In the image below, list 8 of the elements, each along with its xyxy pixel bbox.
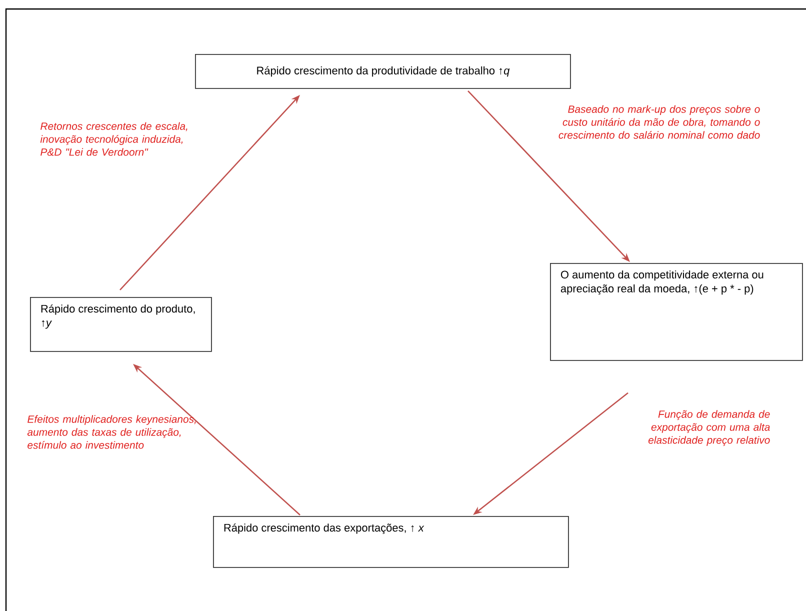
edge-label: Função de demanda de exportação com uma alta elasticidade preço relativo <box>648 410 770 446</box>
text-box: Rápido crescimento do produto, ↑y <box>30 296 212 352</box>
edge-label: Efeitos multiplicadores keynesianos, aumento das taxas de utilização, estímulo ao investimento <box>27 415 196 449</box>
edge-label: Retornos crescentes de escala, inovação tecnológica induzida, P&D "Lei de Verdoorn" <box>40 122 188 156</box>
edge-label: Baseado no mark-up dos preços sobre o custo unitário da mão de obra, tomando o crescimento do salário nominal como dado <box>558 105 760 139</box>
text-box: O aumento da competitividade externa ou apreciação real da moeda, ↑(e + p * - p) <box>550 262 803 361</box>
text-box: Rápido crescimento das exportações, ↑ x <box>213 516 569 568</box>
text-box: Rápido crescimento da produtividade de trabalho ↑q <box>195 54 571 89</box>
